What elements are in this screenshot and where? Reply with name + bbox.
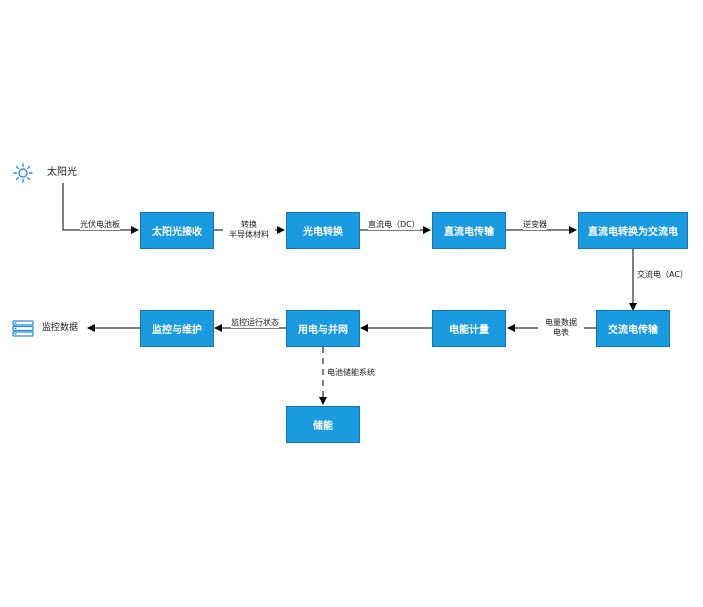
node-dc-to-ac[interactable]: 直流电转换为交流电: [578, 212, 688, 249]
edge-label-meter-line2: 电表: [553, 328, 569, 337]
node-ac-transmit[interactable]: 交流电传输: [596, 310, 670, 347]
list-icon: [12, 320, 34, 337]
node-metering[interactable]: 电能计量: [432, 310, 506, 347]
edge-label-battery-system: 电池储能系统: [327, 368, 375, 378]
output-label: 监控数据: [42, 322, 79, 334]
node-solar-receive[interactable]: 太阳光接收: [140, 212, 214, 249]
node-storage[interactable]: 储能: [286, 406, 360, 443]
edge-label-pv-panel: 光伏电池板: [80, 220, 120, 230]
node-dc-transmit[interactable]: 直流电传输: [432, 212, 506, 249]
edge-label-convert-line1: 转换: [241, 220, 257, 229]
edge-sun-to-receive: [62, 183, 139, 234]
edge-label-inverter: 逆变器: [523, 220, 547, 230]
node-pv-convert[interactable]: 光电转换: [286, 212, 360, 249]
edge-label-monitor-status: 监控运行状态: [231, 318, 279, 328]
node-use-grid[interactable]: 用电与并网: [286, 310, 360, 347]
edge-label-meter-line1: 电量数据: [545, 318, 577, 327]
sun-icon: [13, 163, 33, 183]
sun-label: 太阳光: [47, 167, 77, 179]
edge-label-convert: 转换 半导体材料: [223, 220, 275, 240]
edge-label-convert-line2: 半导体材料: [229, 230, 269, 239]
node-monitor[interactable]: 监控与维护: [140, 310, 214, 347]
edge-label-meter: 电量数据 电表: [538, 318, 584, 338]
edge-label-dc: 直流电（DC）: [368, 220, 420, 230]
edge-label-ac: 交流电（AC）: [637, 270, 688, 280]
